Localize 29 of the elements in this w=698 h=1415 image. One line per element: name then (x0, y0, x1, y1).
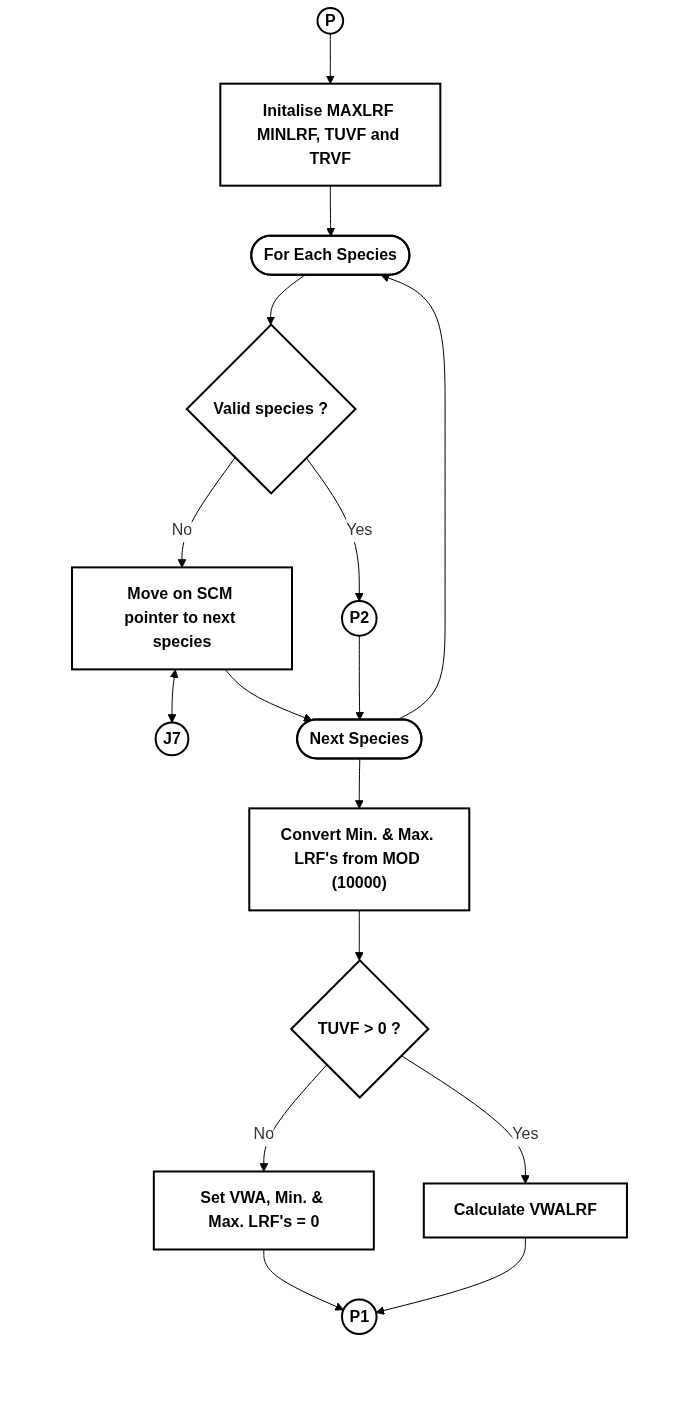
node-circle: P2 (340, 600, 378, 637)
arrow (265, 274, 305, 326)
arrow (258, 1064, 327, 1172)
node-box: Set VWA, Min. & Max. LRF's = 0 (152, 1170, 375, 1251)
node-circle: P (316, 7, 344, 35)
edge-label: No (171, 521, 192, 539)
arrow (354, 909, 364, 961)
arrow (375, 1237, 526, 1315)
node-box: Initalise MAXLRF MINLRF, TUVF and TRVF (218, 82, 441, 187)
arrow (325, 185, 335, 237)
arrow (400, 1055, 530, 1184)
arrow (262, 1249, 344, 1311)
node-diamond: TUVF > 0 ? (289, 958, 430, 1099)
edge-label: Yes (511, 1125, 538, 1143)
arrow (380, 273, 446, 721)
arrow (325, 33, 335, 85)
node-box: Convert Min. & Max. LRF's from MOD (10000) (247, 807, 470, 912)
arrow (224, 668, 312, 722)
node-box: Move on SCM pointer to next species (70, 566, 293, 671)
node-circle: P1 (340, 1298, 378, 1336)
node-box: Calculate VWALRF (422, 1182, 628, 1239)
node-diamond: Valid species ? (184, 323, 357, 495)
node-circle: J7 (154, 721, 189, 757)
edge-label: No (253, 1125, 274, 1143)
arrow (167, 669, 179, 723)
arrow (177, 457, 236, 568)
edge-label: Yes (345, 521, 372, 539)
arrow (354, 635, 364, 721)
arrow (354, 758, 364, 809)
